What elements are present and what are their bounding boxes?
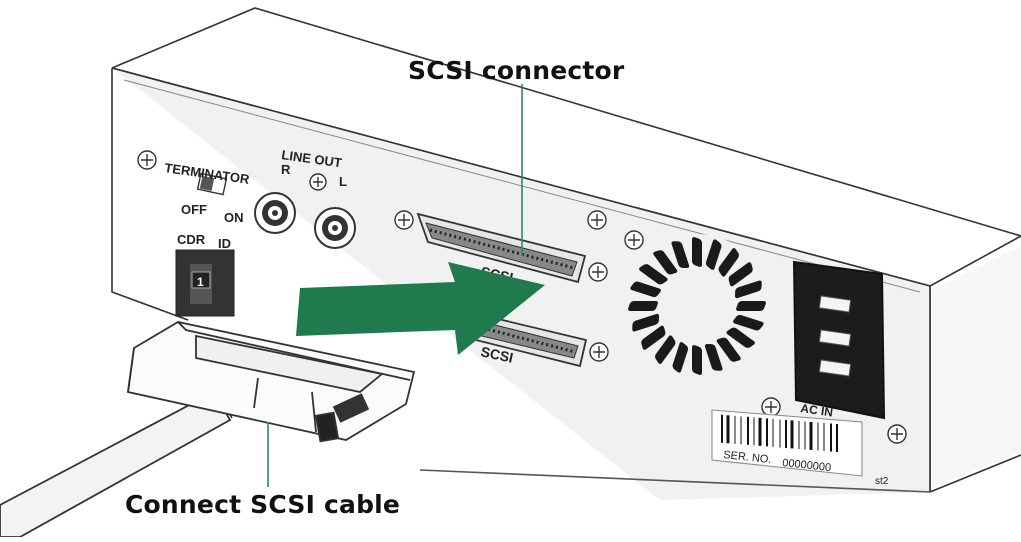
- line-out-l-jack: [314, 207, 356, 249]
- panel-screws: [137, 150, 907, 444]
- fan-slot: [736, 301, 766, 311]
- fan-slot: [671, 241, 690, 269]
- fan-slot: [672, 342, 689, 373]
- fan-slot: [692, 345, 702, 375]
- screw-icon: [394, 210, 414, 230]
- screw-icon: [624, 230, 644, 250]
- corner-mark: st2: [875, 476, 889, 487]
- r-label: R: [281, 162, 291, 177]
- terminator-switch: [196, 172, 228, 196]
- insert-direction-arrow: [296, 262, 545, 355]
- on-label: ON: [224, 210, 244, 225]
- fan-slot: [726, 327, 755, 348]
- id-label: ID: [218, 236, 231, 251]
- ac-inlet: [792, 260, 886, 420]
- ac-in-label: AC IN: [800, 401, 834, 419]
- fan-slot: [704, 343, 723, 371]
- screw-icon: [761, 397, 781, 417]
- scsi-connector-callout: SCSI connector: [408, 56, 625, 85]
- screw-icon: [137, 150, 157, 170]
- fan-slot: [653, 250, 678, 275]
- fan-slot: [632, 313, 660, 332]
- cdr-id-value: 1: [197, 275, 204, 289]
- fan-slot: [733, 314, 764, 331]
- screw-icon: [309, 173, 327, 191]
- fan-slot: [639, 264, 668, 285]
- cdr-id-switch: [175, 249, 235, 317]
- l-label: L: [339, 174, 347, 189]
- fan-slot: [692, 237, 702, 267]
- fan-grille: [625, 234, 769, 378]
- ser-no-label: SER. NO.: [723, 449, 772, 466]
- fan-slot: [728, 262, 753, 287]
- fan-slot: [628, 301, 658, 311]
- screw-icon: [887, 424, 907, 444]
- fan-slot: [718, 248, 739, 277]
- cdr-label: CDR: [177, 232, 206, 247]
- off-label: OFF: [181, 202, 207, 217]
- fan-slot: [641, 325, 666, 350]
- scsi-cable-plug: [126, 321, 416, 443]
- fan-slot: [734, 280, 762, 299]
- scsi-lower-label: SCSI: [479, 343, 514, 365]
- scsi-connector-upper: [416, 212, 587, 284]
- fan-slot: [655, 335, 676, 364]
- screw-icon: [588, 262, 608, 282]
- line-out-r-jack: [254, 192, 296, 234]
- fan-slot: [716, 337, 741, 362]
- serial-barcode: [711, 409, 863, 477]
- fan-slot: [630, 281, 661, 298]
- connect-cable-callout: Connect SCSI cable: [125, 490, 401, 519]
- fan-slot: [705, 239, 722, 270]
- screw-icon: [587, 210, 607, 230]
- screw-icon: [589, 342, 609, 362]
- serial-digits: 00000000: [782, 457, 832, 474]
